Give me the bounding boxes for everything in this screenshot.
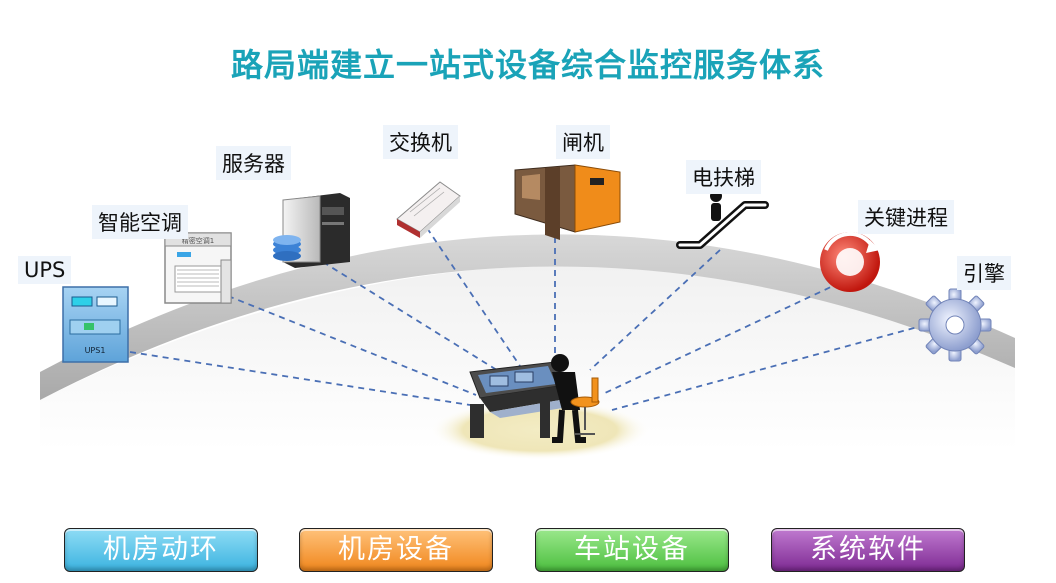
connector-escalator [589,249,721,371]
ticket-gate-icon [514,164,621,240]
page-title: 路局端建立一站式设备综合监控服务体系 [230,46,825,84]
category-button-machine-room-environment[interactable]: 机房动环 [64,528,258,572]
aircon-screen-text: 精密空调1 [182,236,214,245]
server-icon [273,193,350,268]
ups-cabinet-icon: UPS1 [62,286,129,363]
node-label-aircon: 智能空调 [92,205,188,239]
node-label-server: 服务器 [216,146,291,180]
arc-band [40,234,1015,400]
connector-lines [129,227,926,411]
category-button-system-software[interactable]: 系统软件 [771,528,965,572]
node-label-process: 关键进程 [858,200,954,234]
connector-process [604,277,851,394]
connector-switch [426,227,521,367]
process-cycle-icon [820,231,880,292]
node-label-gate: 闸机 [556,125,610,159]
node-label-escalator: 电扶梯 [686,160,761,194]
air-conditioner-icon: 精密空调1 [164,232,232,304]
node-label-switch: 交换机 [383,125,458,159]
connector-ups [129,351,471,406]
category-button-machine-room-equipment[interactable]: 机房设备 [299,528,493,572]
floor-band [40,265,1015,450]
ups-screen-text: UPS1 [85,346,106,355]
escalator-icon [676,190,769,249]
engine-gear-icon [918,288,992,362]
connector-server [322,261,501,373]
category-button-station-equipment[interactable]: 车站设备 [535,528,729,572]
connector-aircon [227,295,477,396]
network-switch-icon [396,181,461,238]
node-label-engine: 引擎 [957,256,1011,290]
operator-console-icon [469,354,600,443]
node-label-ups: UPS [18,256,72,284]
